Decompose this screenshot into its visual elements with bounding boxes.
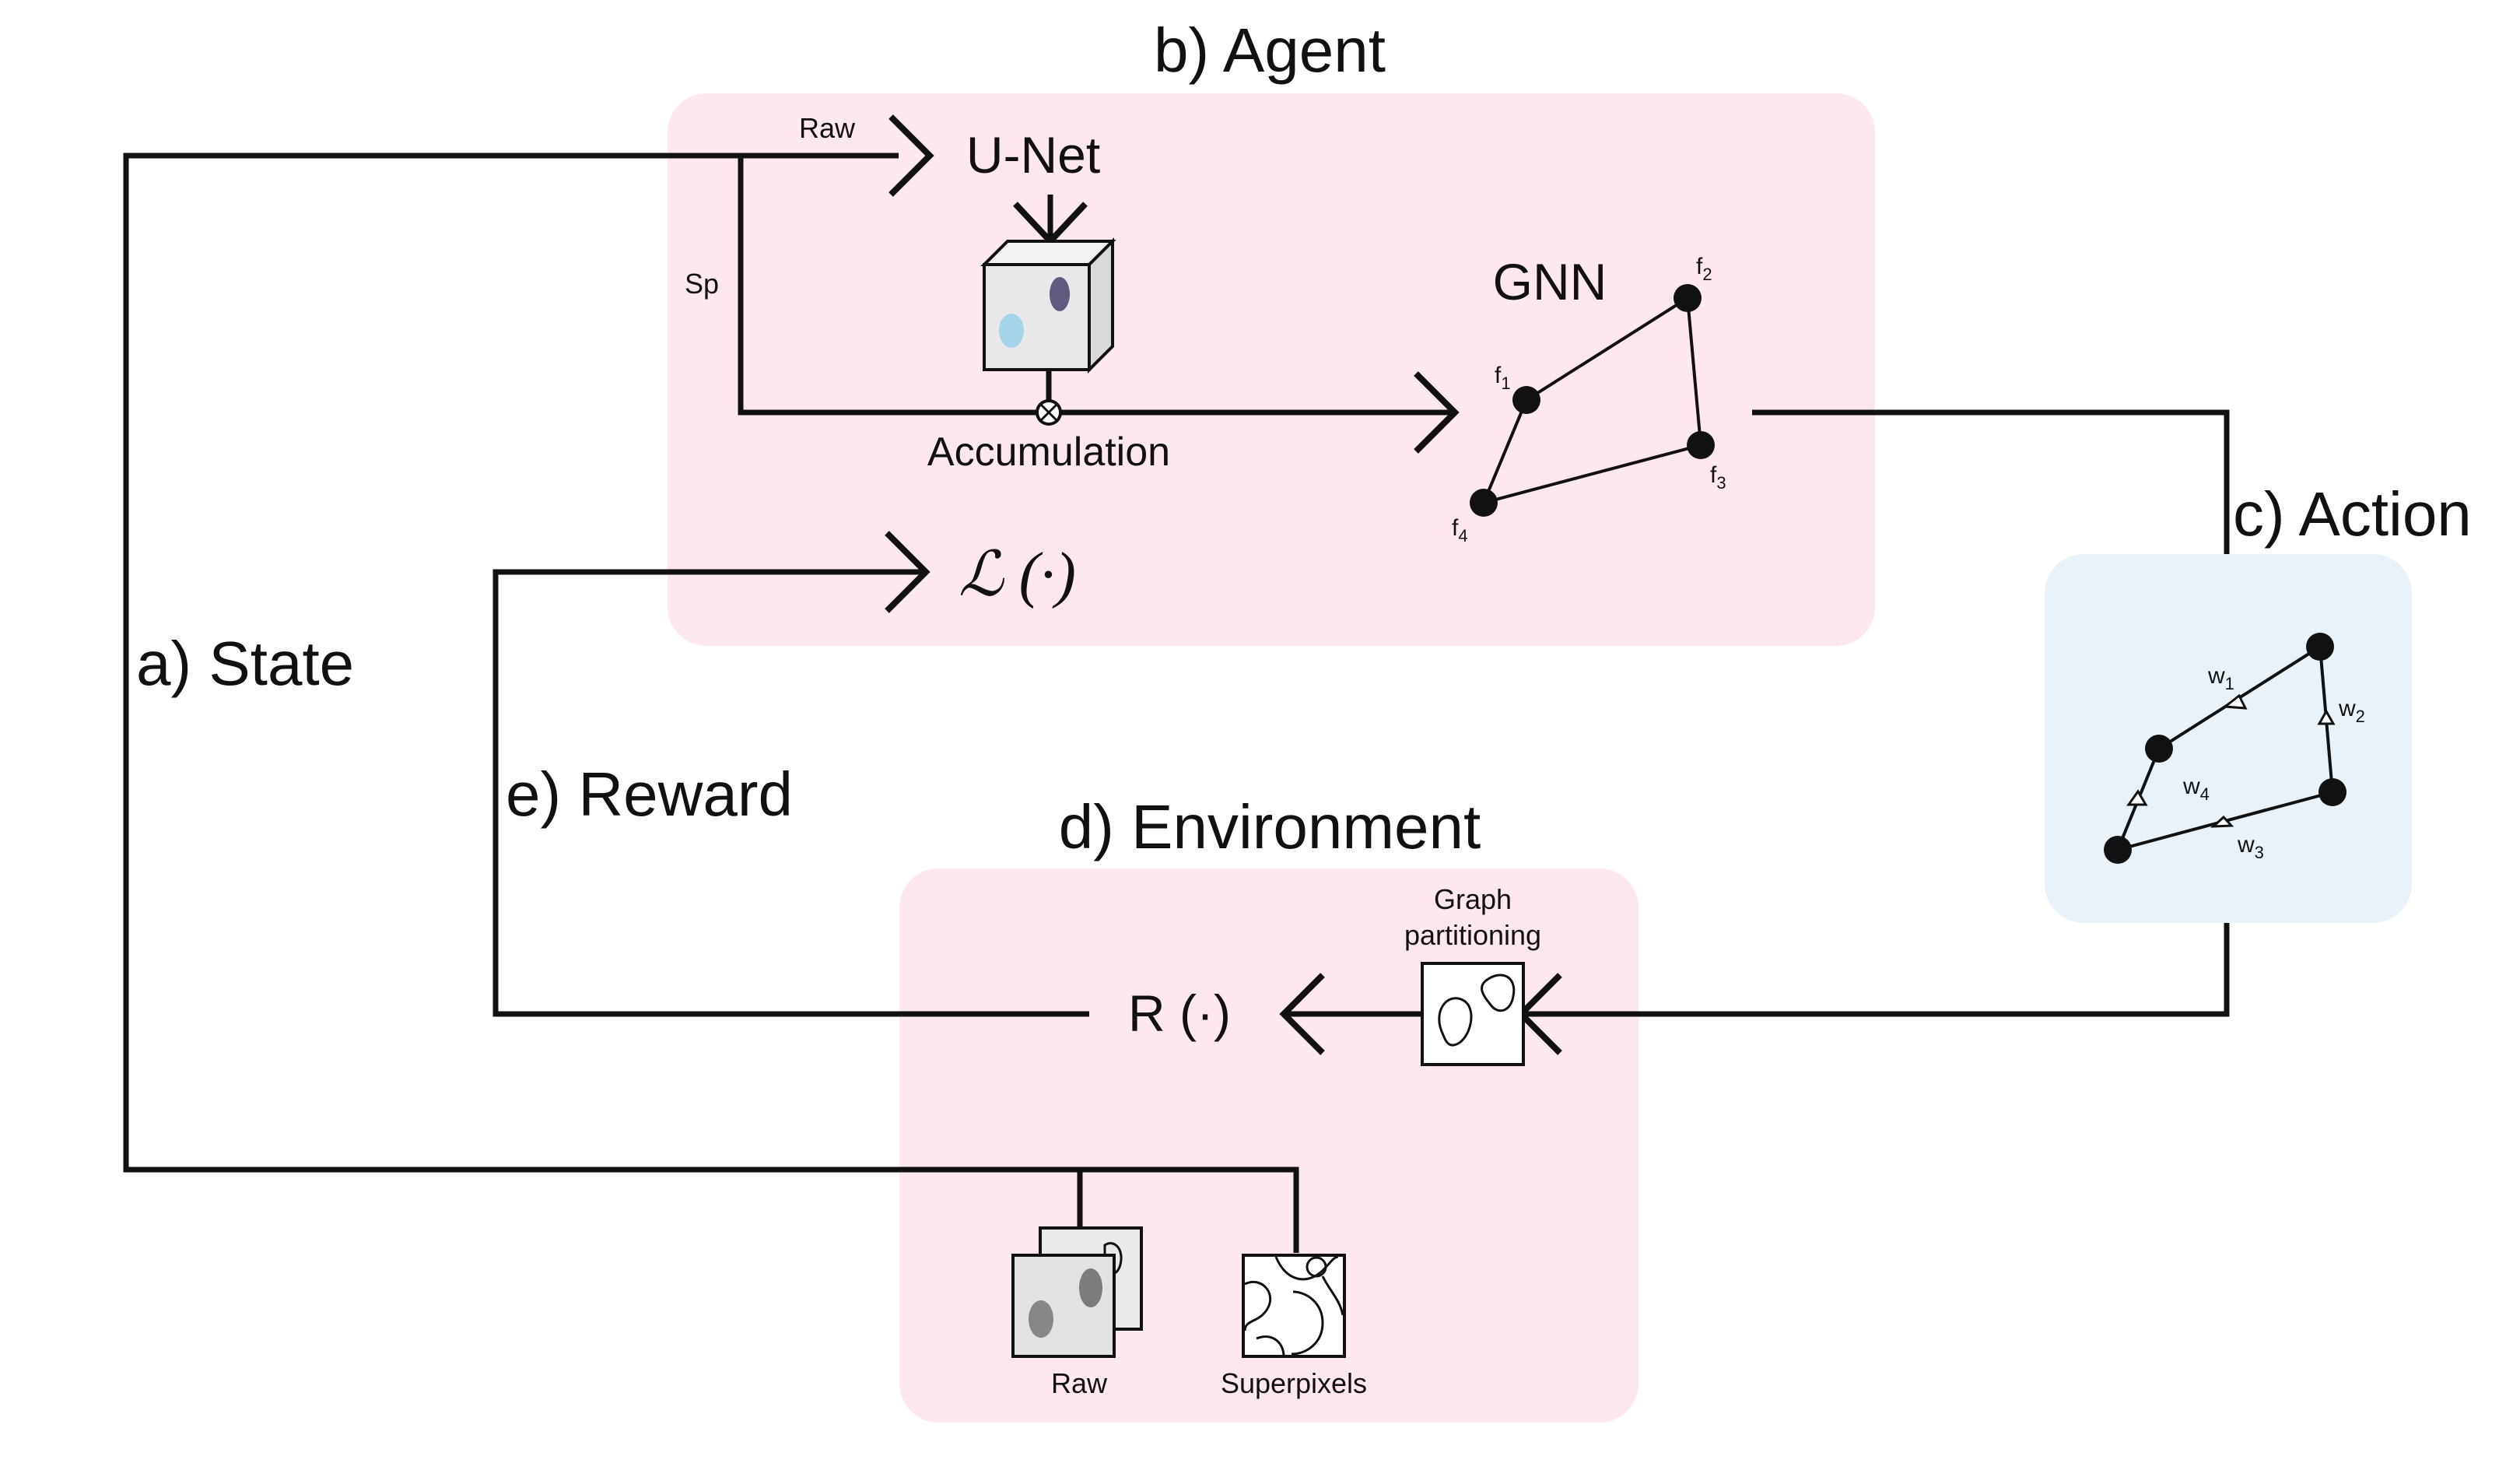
gnn-node-label: f3 [1710,462,1726,493]
gnn-graph: f1 f2 f3 f4 [1452,254,1726,546]
raw-image-label: Raw [1051,1367,1108,1399]
action-node [2306,633,2334,661]
weight-label: w3 [2237,832,2264,862]
raw-input-label: Raw [799,112,856,144]
weight-marker-icon [2210,815,2234,828]
action-graph: w1 w2 w3 w4 [2104,633,2365,864]
loss-label: ℒ (·) [959,541,1076,609]
weight-label: w4 [2182,774,2210,804]
weight-label: w1 [2207,663,2234,693]
reward-function-label: R (·) [1128,984,1231,1042]
gnn-node [1512,386,1540,414]
reward-label: e) Reward [506,760,793,829]
feature-cube-icon [980,237,1116,374]
graph-partitioning-label-line2: partitioning [1404,919,1541,951]
action-to-env-wire [1521,923,2230,1017]
reward-arrowhead [1279,973,1325,1055]
action-node [2145,735,2173,763]
gnn-node [1470,489,1498,517]
gnn-node-label: f4 [1452,515,1468,546]
action-label: c) Action [2233,479,2472,549]
weight-marker-icon [2222,693,2248,710]
weight-marker-icon [2126,789,2148,806]
reward-wire [492,569,1089,1017]
gnn-label: GNN [1493,253,1607,310]
action-node [2104,836,2132,864]
superpixels-image-icon [1242,1254,1346,1358]
agent-panel [668,93,1875,646]
graph-partitioning-label-line1: Graph [1434,883,1512,915]
weight-label: w2 [2338,696,2365,726]
gnn-node-label: f1 [1495,363,1511,393]
accumulation-label: Accumulation [927,430,1170,475]
gnn-arrowhead [1414,371,1460,454]
raw-image-stack-icon [1011,1226,1143,1358]
state-label: a) State [136,629,354,698]
multiply-circle-icon [1036,399,1062,426]
agent-title: b) Agent [1154,16,1386,85]
partition-image-icon [1421,962,1525,1066]
action-node [2318,778,2347,806]
environment-title: d) Environment [1059,792,1481,861]
sp-wire [738,156,1455,416]
action-wire [1752,409,2230,554]
action-panel [2045,554,2412,923]
gnn-node [1687,431,1715,459]
unet-label: U-Net [966,126,1100,184]
gnn-node [1674,284,1702,312]
raw-arrowhead [888,114,934,197]
gnn-node-label: f2 [1696,254,1712,284]
superpixels-label: Superpixels [1221,1367,1367,1399]
weight-marker-icon [2317,708,2336,725]
loss-arrowhead [885,531,931,613]
sp-input-label: Sp [685,268,719,300]
